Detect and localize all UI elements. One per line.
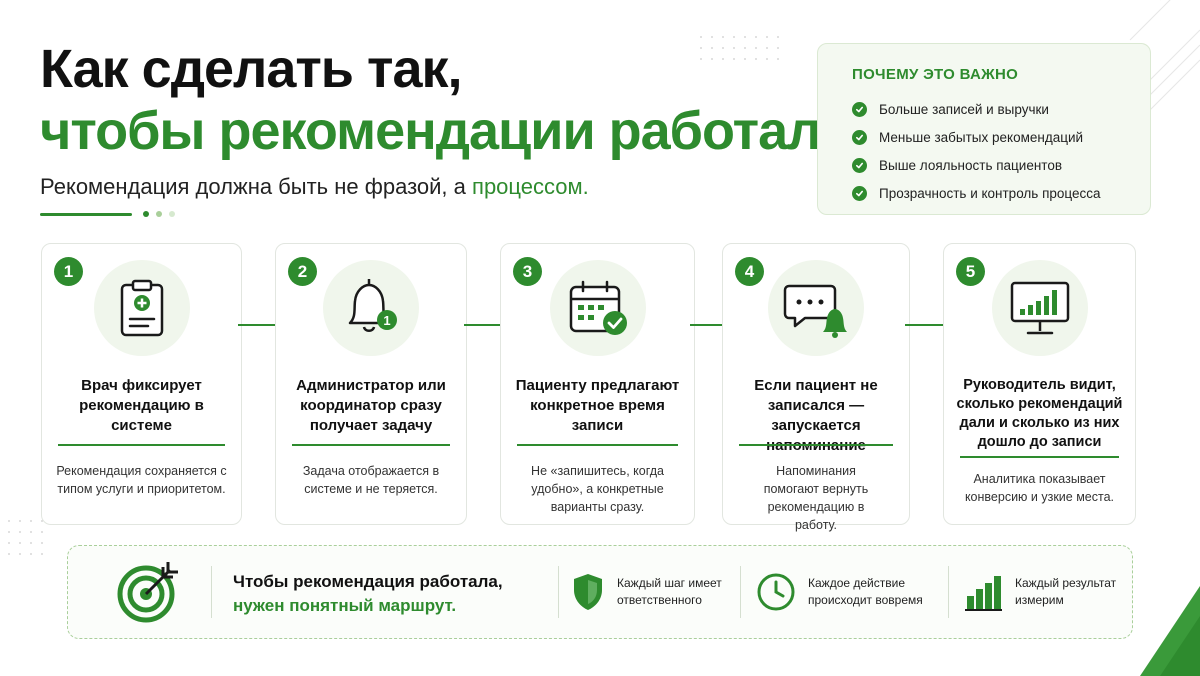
why-important-box: ПОЧЕМУ ЭТО ВАЖНО Больше записей и выручк…	[817, 43, 1151, 215]
step-title: Пациенту предлагают конкретное время зап…	[515, 377, 680, 434]
subtitle: Рекомендация должна быть не фразой, а пр…	[40, 174, 589, 200]
step-title: Администратор или координатор сразу полу…	[296, 377, 446, 434]
why-item-label: Выше лояльность пациентов	[879, 157, 1063, 173]
step-number: 2	[288, 257, 317, 286]
step-divider	[517, 444, 678, 446]
banner-separator	[211, 566, 212, 618]
banner-feature: Каждый результат измерим	[963, 572, 1125, 612]
step-description: Не «запишитесь, когда удобно», а конкрет…	[531, 464, 664, 514]
step-number: 5	[956, 257, 985, 286]
shield-icon	[574, 574, 602, 610]
step-title: Врач фиксирует рекомендацию в системе	[79, 377, 204, 434]
banner-separator	[558, 566, 559, 618]
why-item: Меньше забытых рекомендаций	[852, 123, 1150, 151]
step-divider	[960, 456, 1119, 458]
decorative-dots	[8, 520, 43, 555]
banner-feature-text: Каждое действие происходит вовремя	[808, 576, 923, 607]
bell-badge: 1	[383, 313, 390, 328]
step-icon-circle	[93, 260, 190, 356]
step-divider	[739, 444, 893, 446]
why-item-label: Больше записей и выручки	[879, 101, 1049, 117]
step-card-2: 2 1 Администратор или координатор сразу …	[275, 243, 467, 525]
step-card-4: 4 Если пациент не записался — запускаетс…	[722, 243, 910, 532]
subtitle-accent: процессом.	[472, 174, 589, 199]
bell-notification-icon: 1	[348, 279, 397, 332]
step-number: 4	[735, 257, 764, 286]
bottom-banner: Чтобы рекомендация работала, нужен понят…	[67, 545, 1133, 639]
step-divider	[58, 444, 225, 446]
step-icon-circle	[768, 260, 864, 356]
check-icon	[852, 129, 867, 145]
why-item: Выше лояльность пациентов	[852, 151, 1150, 179]
decorative-dots	[700, 36, 779, 60]
step-description: Напоминания помогают вернуть рекомендаци…	[763, 464, 869, 532]
banner-feature: Каждое действие происходит вовремя	[756, 572, 934, 612]
target-icon	[117, 562, 178, 623]
banner-feature-text: Каждый шаг имеет ответственного	[617, 576, 722, 607]
step-description: Рекомендация сохраняется с типом услуги …	[56, 464, 227, 496]
banner-message: Чтобы рекомендация работала, нужен понят…	[233, 570, 503, 618]
title-line-1: Как сделать так,	[40, 39, 463, 99]
why-item: Больше записей и выручки	[852, 95, 1150, 123]
check-icon	[852, 101, 867, 117]
banner-line-1: Чтобы рекомендация работала,	[233, 572, 503, 591]
subtitle-text: Рекомендация должна быть не фразой, а	[40, 174, 466, 199]
step-icon-circle	[991, 260, 1088, 356]
banner-line-2: нужен понятный маршрут.	[233, 596, 457, 615]
step-title: Руководитель видит, сколько рекомендаций…	[956, 377, 1123, 450]
banner-separator	[948, 566, 949, 618]
monitor-chart-icon	[1010, 281, 1069, 335]
banner-feature-text: Каждый результат измерим	[1015, 576, 1117, 607]
title-line-2: чтобы рекомендации работали	[40, 101, 854, 161]
calendar-check-icon	[569, 280, 627, 335]
subtitle-dots	[143, 211, 175, 217]
clipboard-medical-icon	[120, 279, 163, 337]
bar-chart-icon	[965, 576, 1002, 611]
step-card-5: 5 Руководитель видит, сколько рекомендац…	[943, 243, 1136, 525]
check-icon	[852, 157, 867, 173]
step-description: Задача отображается в системе и не теряе…	[302, 464, 440, 496]
why-title: ПОЧЕМУ ЭТО ВАЖНО	[852, 66, 1019, 83]
step-divider	[292, 444, 450, 446]
step-card-3: 3 Пациенту предлагают конкретное время з…	[500, 243, 695, 525]
why-item: Прозрачность и контроль процесса	[852, 179, 1150, 207]
why-item-label: Меньше забытых рекомендаций	[879, 129, 1084, 145]
chat-bell-icon	[783, 284, 847, 338]
step-icon-circle: 1	[323, 260, 419, 356]
step-number: 3	[513, 257, 542, 286]
step-icon-circle	[549, 260, 646, 356]
check-icon	[852, 185, 867, 201]
step-number: 1	[54, 257, 83, 286]
step-description: Аналитика показывает конверсию и узкие м…	[964, 472, 1115, 504]
subtitle-underline	[40, 213, 132, 216]
banner-feature: Каждый шаг имеет ответственного	[571, 572, 737, 612]
why-item-label: Прозрачность и контроль процесса	[879, 185, 1101, 201]
banner-separator	[740, 566, 741, 618]
page-title: Как сделать так, чтобы рекомендации рабо…	[40, 38, 854, 162]
decorative-corner	[1140, 586, 1200, 676]
step-card-1: 1 Врач фиксирует рекомендацию в системе …	[41, 243, 242, 525]
clock-icon	[757, 573, 795, 611]
